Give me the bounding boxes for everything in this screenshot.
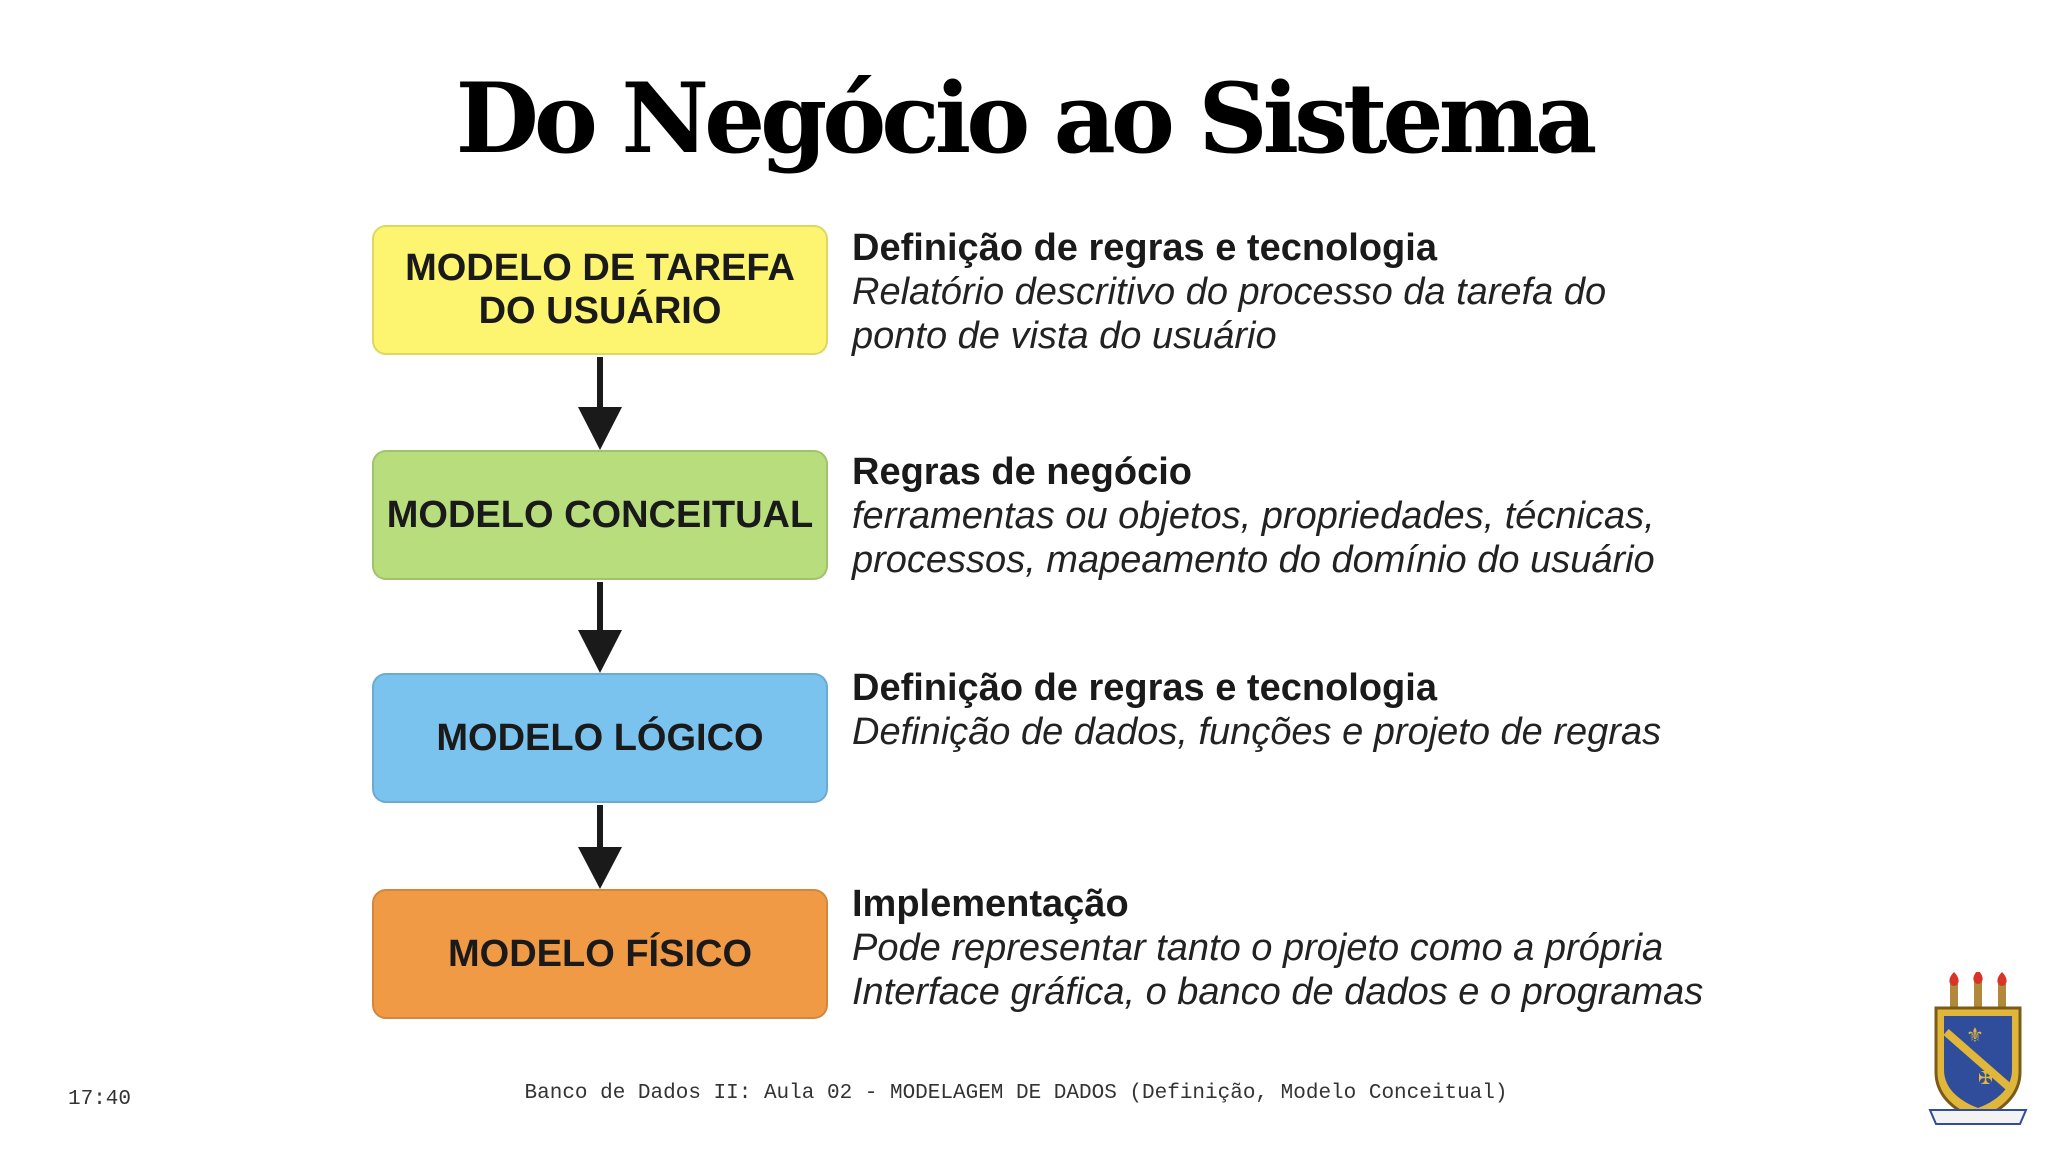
- slide-time: 17:40: [68, 1088, 132, 1111]
- slide-title: Do Negócio ao Sistema: [455, 62, 1598, 175]
- university-crest-icon: ⚜ ✠: [1928, 972, 2028, 1125]
- step-description: Implementação Pode representar tanto o p…: [852, 882, 1852, 1014]
- box-label-line2: DO USUÁRIO: [478, 290, 722, 332]
- step-description: Regras de negócio ferramentas ou objetos…: [852, 450, 1852, 582]
- step-heading: Definição de regras e tecnologia: [852, 227, 1437, 269]
- box-label: MODELO FÍSICO: [448, 932, 752, 975]
- step-heading: Regras de negócio: [852, 451, 1192, 493]
- step-text: ferramentas ou objetos, propriedades, té…: [852, 495, 1655, 581]
- step-description: Definição de regras e tecnologia Relatór…: [852, 226, 1852, 358]
- down-arrow-icon: [578, 357, 622, 450]
- course-footer: Banco de Dados II: Aula 02 - MODELAGEM D…: [524, 1082, 1508, 1105]
- step-text: Definição de dados, funções e projeto de…: [852, 711, 1662, 753]
- box-label: MODELO CONCEITUAL: [386, 493, 814, 536]
- box-label-line1: MODELO DE TAREFA: [405, 247, 795, 289]
- down-arrow-icon: [578, 805, 622, 889]
- down-arrow-icon: [578, 582, 622, 673]
- box-modelo-tarefa: MODELO DE TAREFA DO USUÁRIO: [372, 225, 828, 355]
- step-heading: Definição de regras e tecnologia: [852, 667, 1437, 709]
- svg-text:✠: ✠: [1978, 1068, 1993, 1089]
- step-heading: Implementação: [852, 883, 1129, 925]
- box-modelo-fisico: MODELO FÍSICO: [372, 889, 828, 1019]
- step-text: Pode representar tanto o projeto como a …: [852, 927, 1704, 1013]
- svg-text:⚜: ⚜: [1966, 1023, 1984, 1047]
- step-description: Definição de regras e tecnologia Definiç…: [852, 666, 1852, 754]
- step-text: Relatório descritivo do processo da tare…: [852, 271, 1607, 357]
- box-modelo-conceitual: MODELO CONCEITUAL: [372, 450, 828, 580]
- box-modelo-logico: MODELO LÓGICO: [372, 673, 828, 803]
- box-label: MODELO LÓGICO: [436, 716, 764, 759]
